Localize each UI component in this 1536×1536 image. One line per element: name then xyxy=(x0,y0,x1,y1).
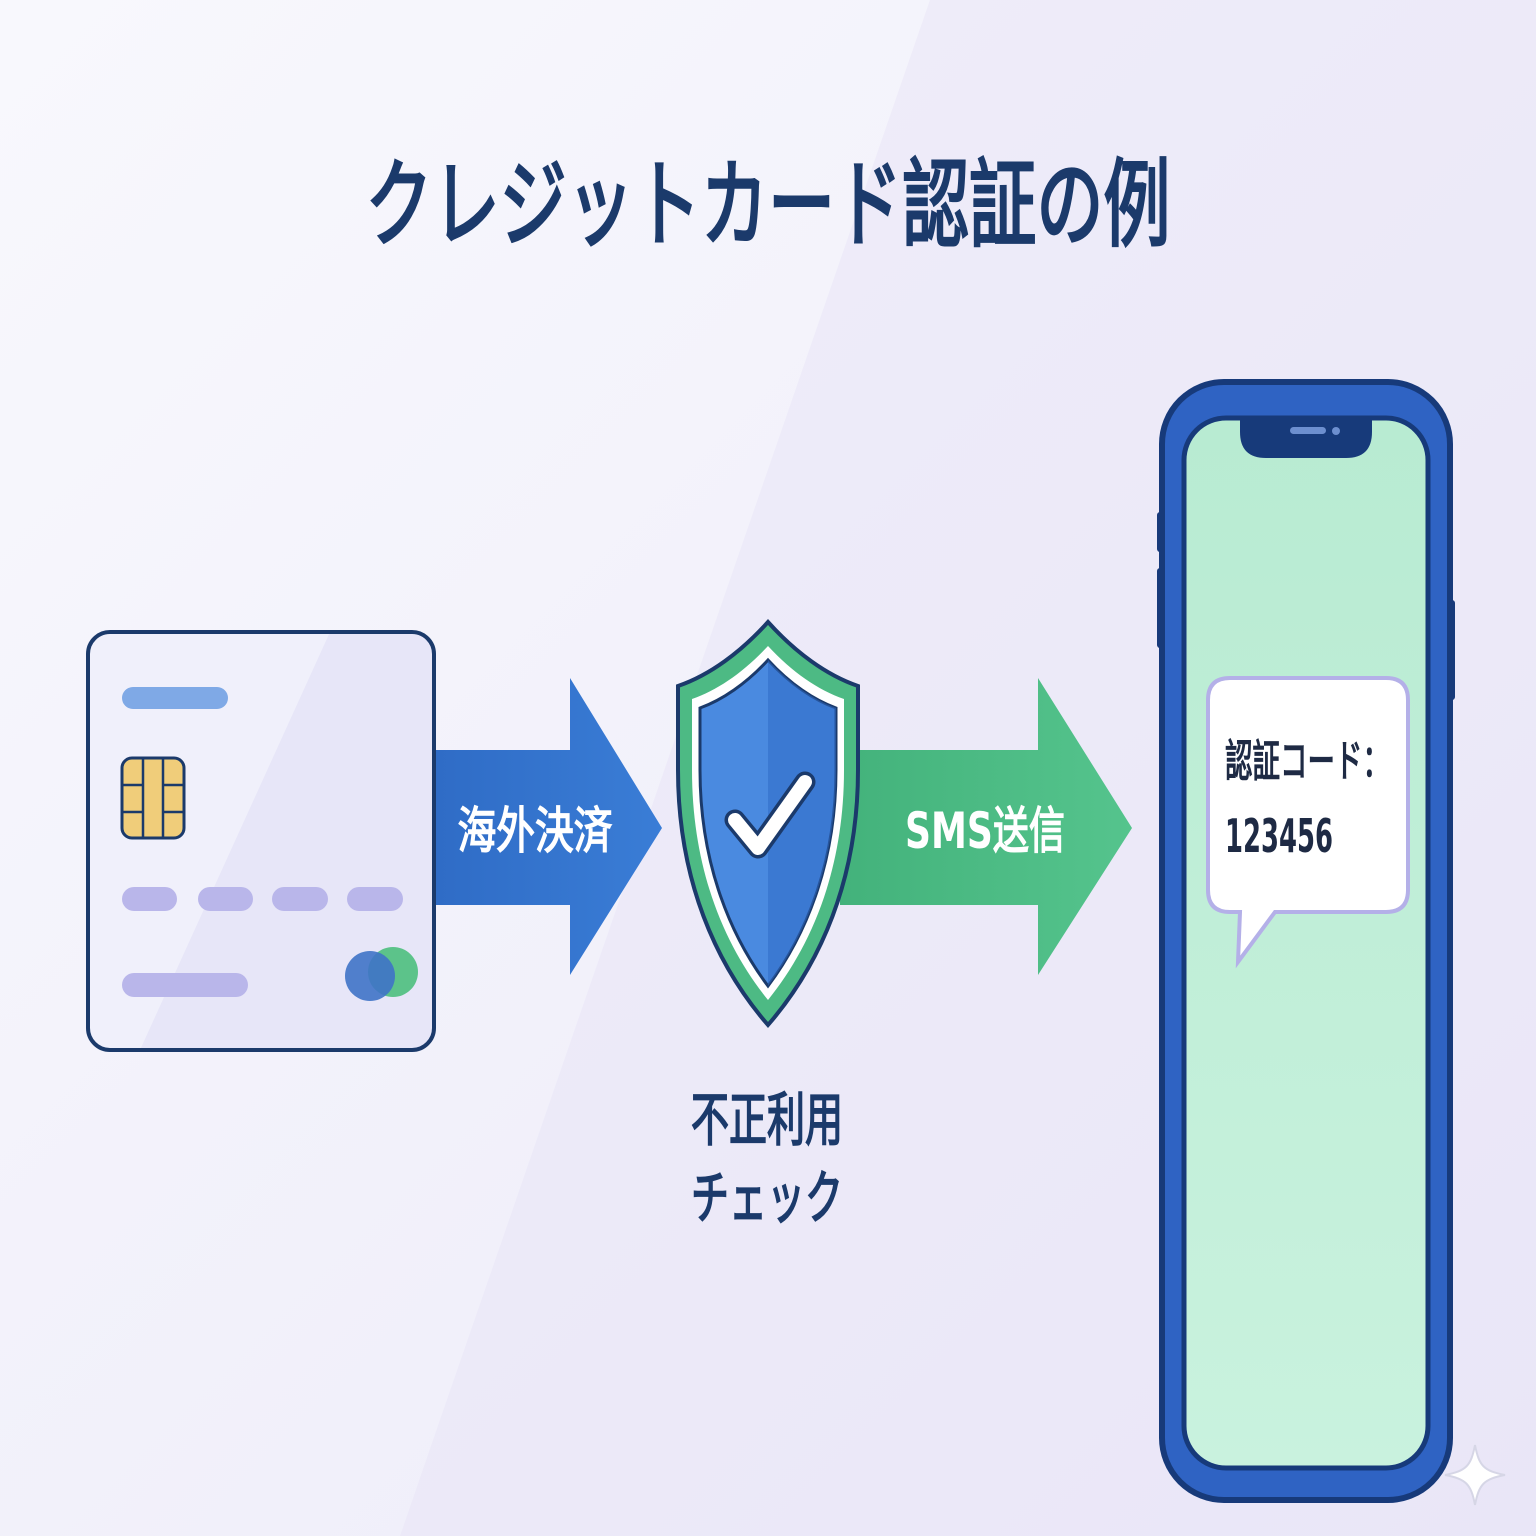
shield-inner-shade xyxy=(768,660,836,986)
shield-check-icon xyxy=(676,619,860,1029)
arrow-green-label: SMS送信 xyxy=(905,802,1065,860)
sms-code-value: 123456 xyxy=(1225,809,1333,863)
checkmark-icon xyxy=(728,775,812,855)
card-top-bar xyxy=(122,687,228,709)
phone-screen xyxy=(1181,415,1431,1471)
chip-body xyxy=(120,756,186,840)
fraud-check-label-line1: 不正利用 xyxy=(691,1086,843,1154)
card-outline xyxy=(86,630,436,1052)
arrow-blue-label: 海外決済 xyxy=(458,802,614,860)
card-number-block xyxy=(347,887,403,911)
arrow-overseas-payment: 海外決済 xyxy=(436,678,662,975)
phone-notch xyxy=(1240,418,1372,458)
phone-camera xyxy=(1332,427,1340,435)
credit-card-icon xyxy=(86,630,436,1052)
bubble-shape xyxy=(1206,676,1410,969)
page-title: クレジットカード認証の例 xyxy=(366,149,1171,261)
card-chip xyxy=(120,756,186,840)
arrow-sms-send: SMS送信 xyxy=(840,678,1132,975)
card-body xyxy=(88,632,434,1050)
phone-speaker xyxy=(1290,427,1326,434)
sms-code-label: 認証コード： xyxy=(1225,736,1390,787)
arrow-blue-shape xyxy=(436,678,662,975)
smartphone-icon: 認証コード： 123456 xyxy=(1157,379,1455,1503)
card-name-bar xyxy=(122,973,248,997)
arrow-green-shape xyxy=(840,678,1132,975)
card-brand-circle-blue xyxy=(345,951,395,1001)
card-number-block xyxy=(122,887,177,911)
card-number-block xyxy=(272,887,328,911)
sparkle-icon xyxy=(1444,1444,1506,1506)
card-highlight xyxy=(88,632,330,1050)
card-highlight-group xyxy=(88,632,330,1050)
card-number-block xyxy=(198,887,253,911)
sms-message-bubble: 認証コード： 123456 xyxy=(1206,676,1410,969)
fraud-check-label-line2: チェック xyxy=(691,1164,843,1232)
